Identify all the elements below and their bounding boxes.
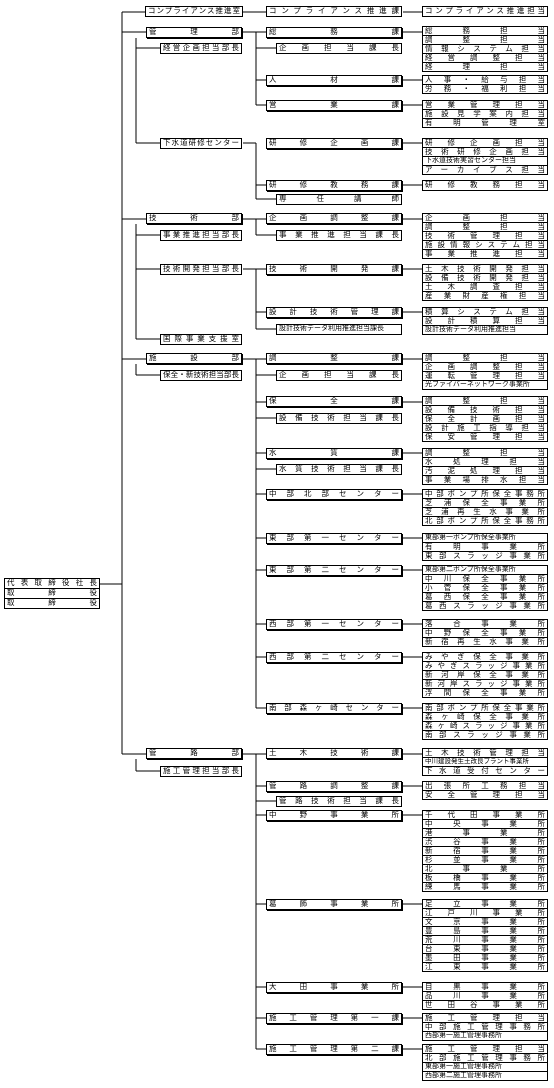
- dept-general: 管理部: [146, 27, 242, 38]
- office-katsushika: 葛飾事業所: [266, 899, 402, 910]
- units-eigyo: 営業管理担当 施設見学案内担当 有明管理室: [422, 100, 548, 128]
- dept-compliance: コンプライアンス推進室: [145, 6, 243, 17]
- section-jinzai: 人材課: [266, 75, 402, 86]
- section-kikaku-chosei: 企画調整課: [266, 213, 402, 224]
- units-kikaku-chosei: 企画担当 調整担当 技術管理担当 施設情報システム担当 事業推進担当: [422, 213, 548, 259]
- units-gijutsu-kaihatsu: 土木技術開発担当 設備技術開発担当 土木調査担当 産業財産権担当: [422, 264, 548, 301]
- section-chosei: 調整課: [266, 353, 402, 364]
- unit: 労務・福利担当: [422, 84, 548, 94]
- unit: 江東事業所: [422, 962, 548, 972]
- unit-compliance: コンプライアンス推進担当: [422, 6, 548, 17]
- director-tech-dev: 技術開発担当部長: [160, 264, 242, 275]
- units-chosei: 調整担当 企画調整担当 運転管理担当 光ファイバーネットワーク事業所: [422, 353, 548, 390]
- dept-pipe: 管路部: [146, 748, 242, 759]
- director-planning: 経営企画担当部長: [160, 43, 242, 54]
- office-ota: 大田事業所: [266, 982, 402, 993]
- unit: アーカイブス担当: [422, 165, 548, 175]
- units-somu: 総務担当 調整担当 情報システム担当 経営調整担当 経理担当: [422, 26, 548, 72]
- unit: 有明管理室: [422, 118, 548, 128]
- units-hozen: 調整担当 設備技術担当 保全計画担当 設計施工指導担当 保安管理担当: [422, 396, 548, 442]
- units-doboku: 土木技術管理担当 中川建設発生土改良プラント事業所 下水道受付センター: [422, 748, 548, 776]
- units-nakano: 千代田事業所 中央事業所 港事業所 渋谷事業所 新宿事業所 杉並事業所 北事業所…: [422, 810, 548, 892]
- unit: 光ファイバーネットワーク事業所: [422, 380, 548, 390]
- section-kanro-gijutsu: 管路技術担当課長: [276, 796, 402, 807]
- section-lecturer: 専任講師: [276, 194, 402, 205]
- center-seibu-2: 西部第二センター: [266, 652, 402, 663]
- units-jinzai: 人事・給与担当 労務・福利担当: [422, 75, 548, 94]
- center-seibu-1: 西部第一センター: [266, 619, 402, 630]
- section-eigyo: 営業課: [266, 100, 402, 111]
- center-tobu-2: 東部第二センター: [266, 565, 402, 576]
- section-sekou-2: 施工管理第二課: [266, 1044, 402, 1055]
- section-jigyo-suishin: 事業推進担当課長: [276, 230, 402, 241]
- section-sekkei-data: 設計技術データ利用推進担当課長: [276, 324, 402, 335]
- unit: 保安管理担当: [422, 432, 548, 442]
- unit: 練馬事業所: [422, 882, 548, 892]
- units-tobu-1: 東部第一ポンプ所保全事業所 有明事業所 東部スラッジ事業所: [422, 533, 548, 561]
- unit: 浮間保全事業所: [422, 688, 548, 698]
- units-sekkei: 積算システム担当 設計積算担当 設計技術データ利用推進担当: [422, 307, 548, 335]
- units-kanro-chosei: 出張所工務担当 安全管理担当: [422, 781, 548, 800]
- unit: 安全管理担当: [422, 790, 548, 800]
- units-seibu-1: 落合事業所 中野保全事業所 新宿再生水事業所: [422, 619, 548, 647]
- unit: 西部第二施工管理事務所: [422, 1071, 548, 1081]
- dept-training: 下水道研修センター: [160, 138, 242, 149]
- unit: 事業場排水担当: [422, 475, 548, 485]
- units-ota: 目黒事業所 品川事業所 世田谷事業所: [422, 982, 548, 1010]
- root-director: 取締役: [4, 598, 100, 609]
- section-facility-kikaku: 企画担当課長: [276, 370, 402, 381]
- units-katsushika: 足立事業所 江戸川事業所 文京事業所 豊島事業所 荒川事業所 台東事業所 墨田事…: [422, 899, 548, 972]
- section-suishitsu-gijutsu: 水質技術担当課長: [276, 464, 402, 475]
- section-doboku: 土木技術課: [266, 748, 402, 759]
- section-gijutsu-kaihatsu: 技術開発課: [266, 264, 402, 275]
- unit: 北部ポンプ所保全事務所: [422, 516, 548, 526]
- unit: 新宿再生水事業所: [422, 637, 548, 647]
- units-seibu-2: みやぎ保全事業所 みやぎスラッジ事業所 新河岸保全事業所 新河岸スラッジ事業所 …: [422, 652, 548, 698]
- section-hozen: 保全課: [266, 396, 402, 407]
- center-chubu-hokubu: 中部北部センター: [266, 489, 402, 500]
- section-suishitsu: 水質課: [266, 448, 402, 459]
- unit: 産業財産権担当: [422, 291, 548, 301]
- unit: 研修教務担当: [422, 180, 548, 191]
- section-kikaku: 企画担当課長: [276, 43, 402, 54]
- unit: 下水道受付センター: [422, 766, 548, 776]
- unit: 事業推進担当: [422, 249, 548, 259]
- unit: 世田谷事業所: [422, 1000, 548, 1010]
- dept-tech: 技術部: [146, 213, 242, 224]
- section-setsubi: 設備技術担当課長: [276, 413, 402, 424]
- unit: 葛西スラッジ事業所: [422, 601, 548, 611]
- units-nanbu: 南部ポンプ所保全事業所 森ヶ崎保全事業所 森ヶ崎スラッジ事業所 南部スラッジ事業…: [422, 703, 548, 740]
- office-nakano: 中野事業所: [266, 810, 402, 821]
- section-kenshu-kyomu: 研修教務課: [266, 180, 402, 191]
- center-tobu-1: 東部第一センター: [266, 533, 402, 544]
- section-kanro-chosei: 管路調整課: [266, 781, 402, 792]
- section-kenshu-kikaku: 研修企画課: [266, 138, 402, 149]
- units-suishitsu: 調整担当 水処理担当 汚泥処理担当 事業場排水担当: [422, 448, 548, 485]
- center-nanbu: 南部森ヶ崎センター: [266, 703, 402, 714]
- unit: 西部第一施工管理事務所: [422, 1031, 548, 1041]
- units-tobu-2: 東部第二ポンプ所保全事業所 中川保全事業所 小菅保全事業所 葛西保全事業所 葛西…: [422, 565, 548, 611]
- unit: 南部スラッジ事業所: [422, 730, 548, 740]
- section-sekou-1: 施工管理第一課: [266, 1013, 402, 1024]
- units-sekou-1: 施工管理担当 中部施工管理事務所 西部第一施工管理事務所: [422, 1013, 548, 1041]
- unit: 経理担当: [422, 62, 548, 72]
- unit: 設計技術データ利用推進担当: [422, 325, 548, 335]
- unit: 東部スラッジ事業所: [422, 551, 548, 561]
- director-construction: 施工管理担当部長: [160, 766, 242, 777]
- root-stack: 代表取締役社長 取締役 取締役: [4, 578, 100, 609]
- section-sekkei: 設計技術管理課: [266, 307, 402, 318]
- director-maintenance: 保全・新技術担当部長: [160, 370, 242, 381]
- units-chubu-hokubu: 中部ポンプ所保全事務所 芝浦保全事業所 芝浦再生水事業所 北部ポンプ所保全事務所: [422, 489, 548, 526]
- section-compliance: コンプライアンス推進課: [266, 6, 402, 17]
- section-somu: 総務課: [266, 27, 402, 38]
- units-kenshu-kikaku: 研修企画担当 技術研修企画担当 下水道技術実習センター担当 アーカイブス担当: [422, 138, 548, 175]
- dept-facility: 施設部: [146, 353, 242, 364]
- units-sekou-2: 施工管理担当 北部施工管理事務所 東部第一施工管理事務所 西部第二施工管理事務所: [422, 1044, 548, 1081]
- director-business: 事業推進担当部長: [160, 230, 242, 241]
- office-intl: 国際事業支援室: [160, 334, 242, 345]
